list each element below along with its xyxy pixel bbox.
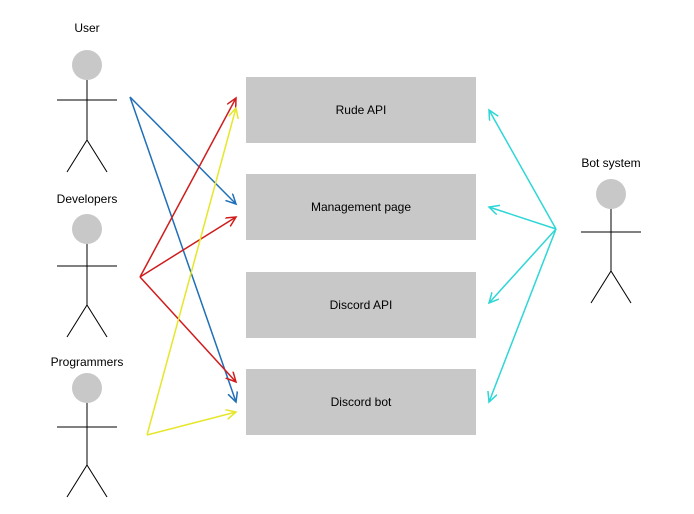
actor-bot-system-figure bbox=[581, 179, 641, 304]
component-management-page-label: Management page bbox=[310, 200, 412, 214]
arrow-bot-system-to-rude-api bbox=[489, 110, 557, 230]
arrow-programmers-to-discord-bot bbox=[146, 412, 236, 436]
component-management-page: Management page bbox=[246, 174, 476, 240]
actor-user-head bbox=[72, 50, 102, 80]
component-discord-api: Discord API bbox=[246, 272, 476, 338]
developer-arrows bbox=[139, 98, 236, 382]
component-discord-bot: Discord bot bbox=[246, 369, 476, 435]
programmer-arrows bbox=[146, 108, 236, 436]
component-rude-api: Rude API bbox=[246, 77, 476, 143]
component-discord-bot-label: Discord bot bbox=[330, 395, 392, 409]
arrow-bot-system-to-management-page bbox=[489, 207, 557, 230]
actor-developers-label: Developers bbox=[56, 192, 118, 206]
component-discord-api-label: Discord API bbox=[329, 298, 393, 312]
actor-user-figure bbox=[57, 50, 117, 173]
actor-programmers-label: Programmers bbox=[50, 355, 124, 369]
bot-system-arrows bbox=[489, 110, 557, 402]
actor-developers-head bbox=[72, 214, 102, 244]
arrow-programmers-to-rude-api bbox=[146, 108, 236, 436]
actor-bot-system-head bbox=[596, 179, 626, 209]
actor-bot-system-label: Bot system bbox=[581, 156, 641, 170]
actor-programmers-figure bbox=[57, 373, 117, 498]
actor-programmers-head bbox=[72, 373, 102, 403]
actor-user-label: User bbox=[74, 21, 100, 35]
arrow-developers-to-management-page bbox=[139, 217, 236, 278]
component-rude-api-label: Rude API bbox=[335, 103, 387, 117]
arrow-developers-to-discord-bot bbox=[139, 276, 236, 382]
arrow-developers-to-rude-api bbox=[139, 98, 236, 278]
arrow-bot-system-to-discord-api bbox=[489, 228, 557, 303]
arrow-bot-system-to-discord-bot bbox=[489, 228, 557, 402]
arrow-user-to-management-page bbox=[129, 96, 236, 204]
actor-developers-figure bbox=[57, 214, 117, 338]
